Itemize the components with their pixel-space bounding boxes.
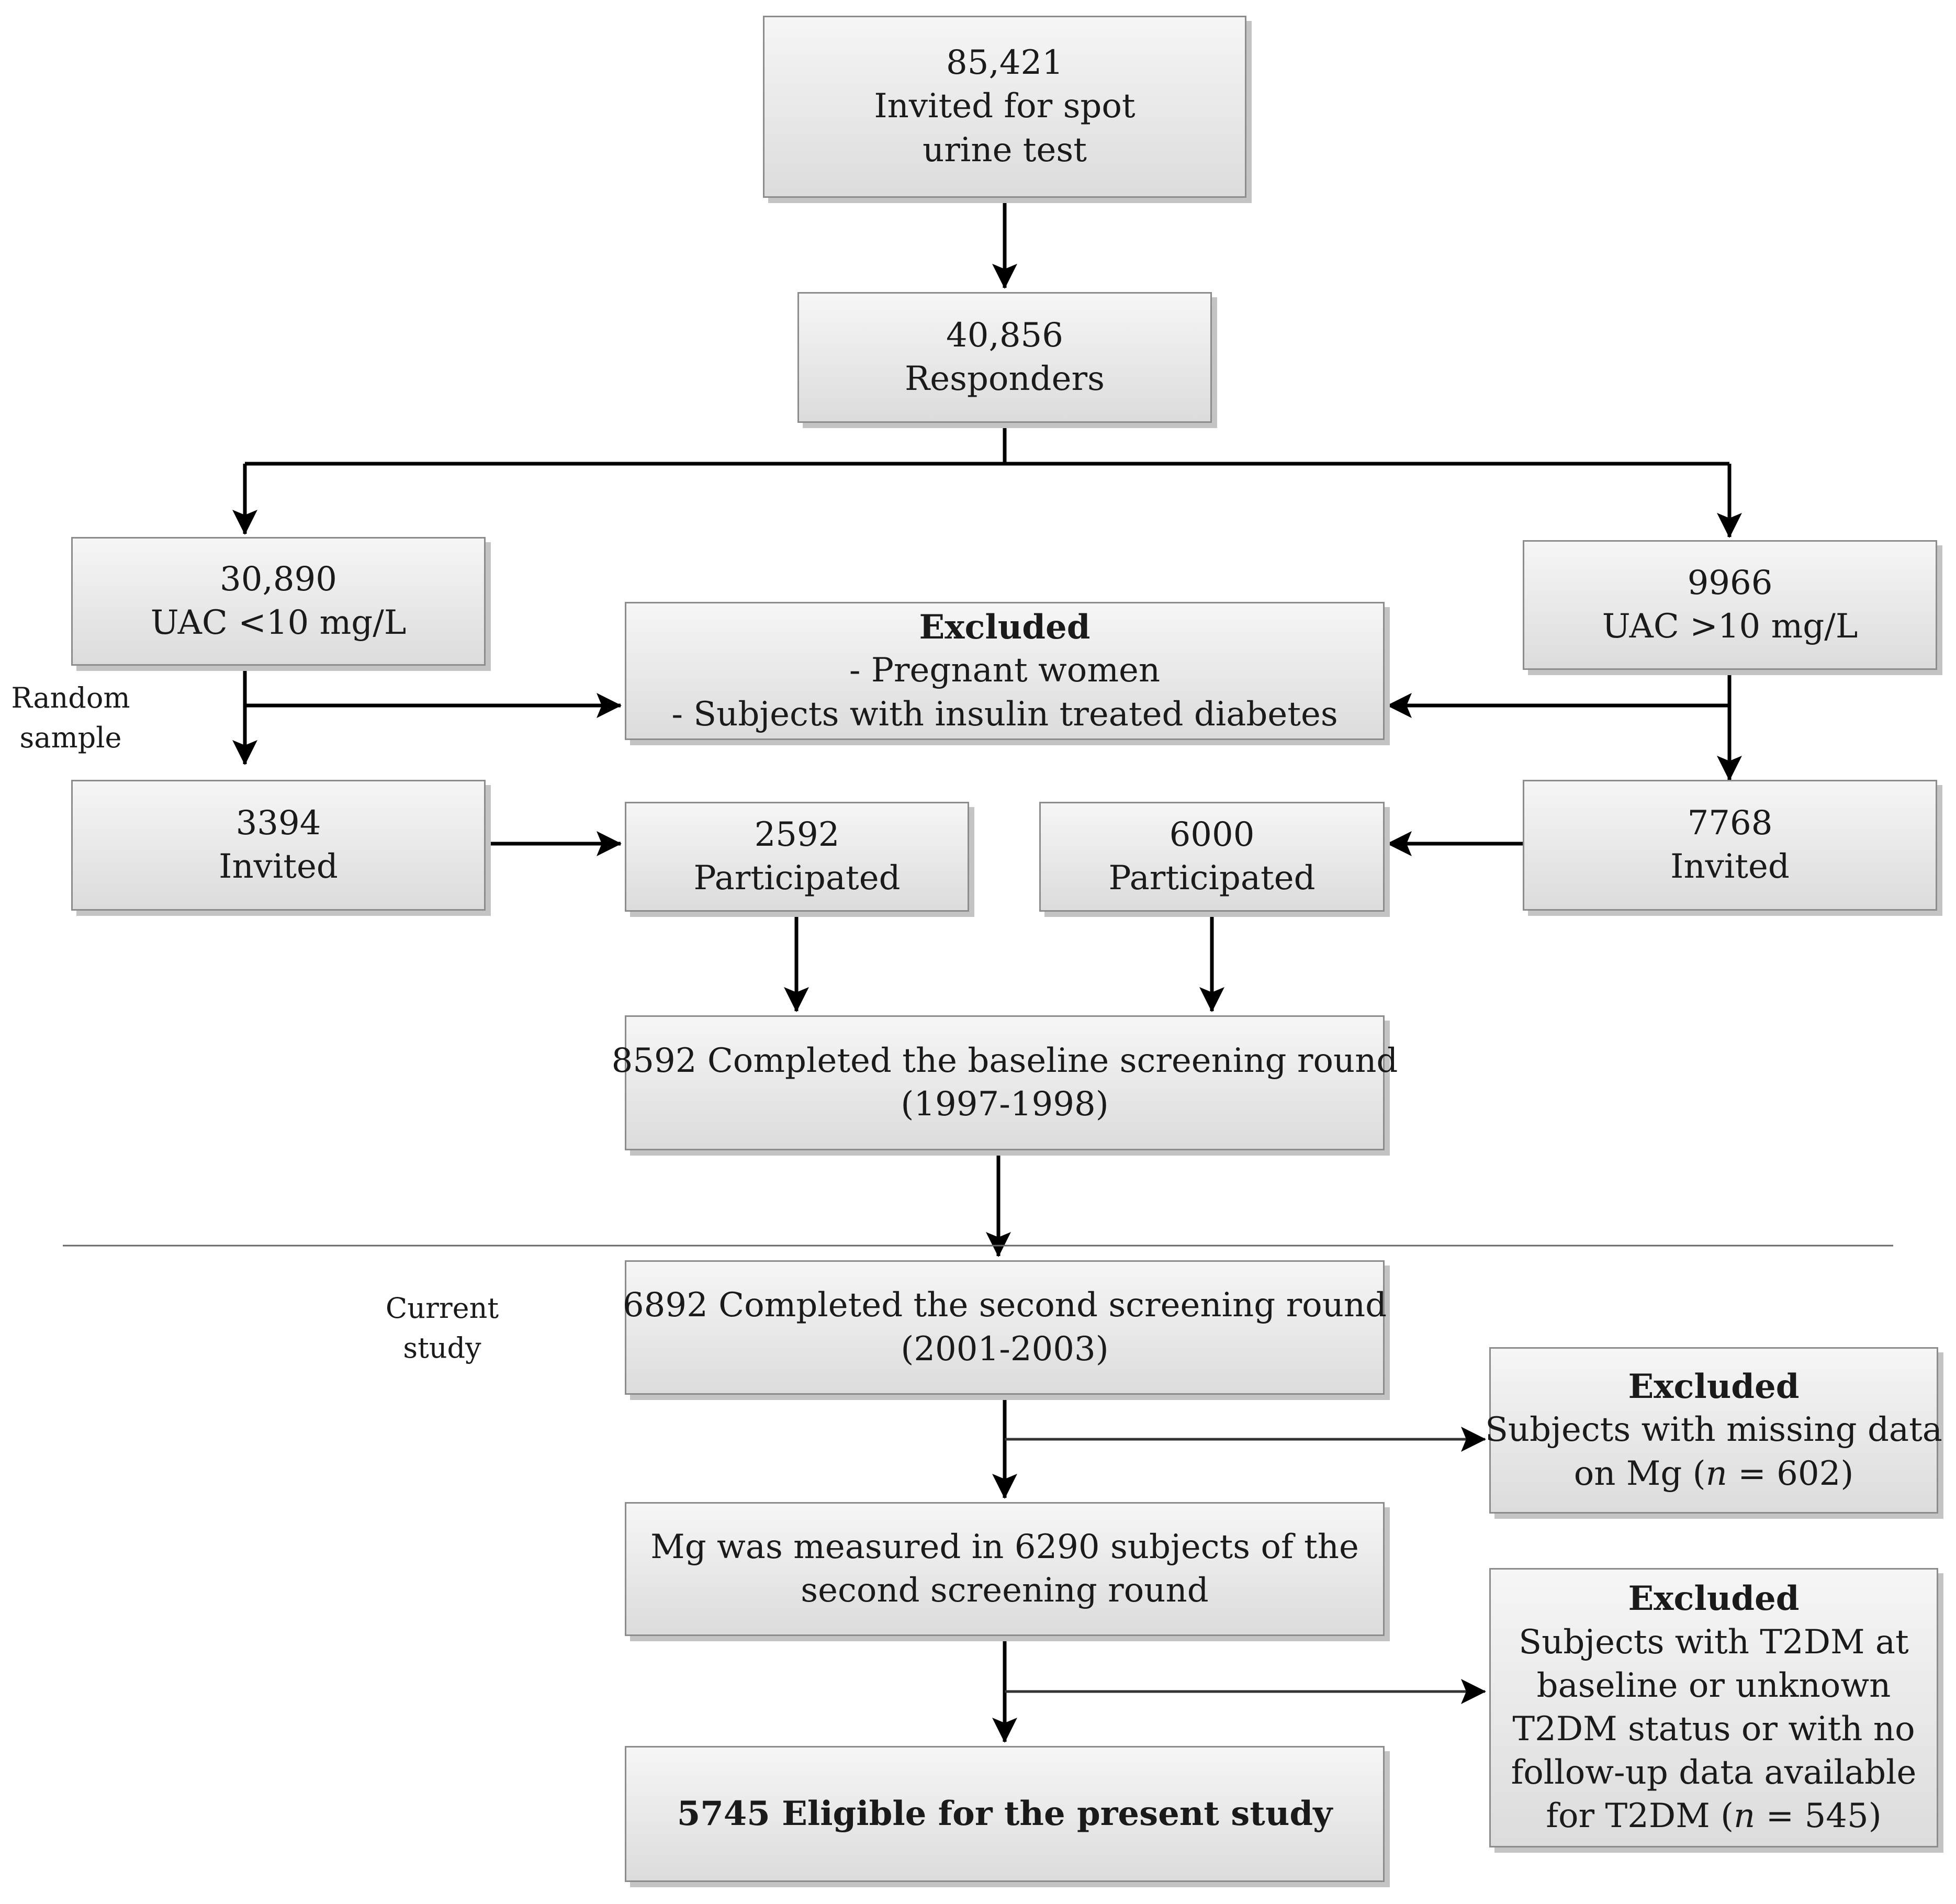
box-responders: 40,856 Responders: [797, 292, 1212, 423]
baseline-line2: (1997-1998): [901, 1085, 1109, 1124]
mg-line1: Mg was measured in 6290 subjects of the: [650, 1527, 1359, 1566]
uac-high-count: 9966: [1687, 563, 1773, 602]
responders-count: 40,856: [946, 316, 1063, 355]
uac-low-label: UAC <10 mg/L: [150, 603, 407, 642]
baseline-line1: 8592 Completed the baseline screening ro…: [611, 1041, 1398, 1080]
invited-right-count: 7768: [1687, 803, 1773, 843]
second-line2: (2001-2003): [901, 1329, 1109, 1369]
invited-count: 85,421: [946, 43, 1063, 83]
excluded-t2dm-line4: follow-up data available: [1511, 1753, 1917, 1793]
box-eligible: 5745 Eligible for the present study: [625, 1746, 1385, 1882]
current-study-line2: study: [403, 1331, 481, 1364]
uac-low-count: 30,890: [220, 559, 337, 599]
box-excluded-mg: Excluded Subjects with missing data on M…: [1485, 1347, 1942, 1514]
uac-high-label: UAC >10 mg/L: [1602, 607, 1858, 646]
excluded-t2dm-line1: Subjects with T2DM at: [1519, 1622, 1909, 1662]
excluded-t2dm-n: n: [1734, 1797, 1756, 1836]
box-baseline-screening: 8592 Completed the baseline screening ro…: [612, 1015, 1398, 1150]
box-excluded-t2dm: Excluded Subjects with T2DM at baseline …: [1489, 1568, 1938, 1847]
invited-line1: Invited for spot: [874, 87, 1136, 126]
box-excluded-top: Excluded - Pregnant women - Subjects wit…: [625, 602, 1385, 740]
invited-line2: urine test: [923, 130, 1087, 170]
excluded-mg-line2-post: = 602): [1727, 1454, 1854, 1493]
box-invited-spot-urine: 85,421 Invited for spot urine test: [763, 16, 1246, 198]
random-sample-line1: Random: [11, 681, 130, 714]
invited-left-count: 3394: [235, 803, 321, 843]
box-invited-left: 3394 Invited: [71, 780, 486, 911]
excluded-t2dm-line5-pre: for T2DM (: [1546, 1797, 1734, 1836]
excluded-top-title: Excluded: [919, 608, 1091, 647]
current-study-line1: Current: [385, 1292, 499, 1325]
current-study-label: Current study: [366, 1289, 518, 1368]
excluded-top-item1: - Pregnant women: [849, 651, 1161, 690]
excluded-t2dm-line5: for T2DM (n = 545): [1546, 1795, 1881, 1838]
participated-right-count: 6000: [1169, 815, 1255, 854]
eligible-label: 5745 Eligible for the present study: [677, 1794, 1333, 1834]
invited-left-label: Invited: [219, 847, 338, 886]
participated-left-count: 2592: [754, 815, 840, 854]
participated-right-label: Participated: [1108, 859, 1316, 898]
random-sample-label: Random sample: [5, 678, 136, 757]
participated-left-label: Participated: [693, 859, 901, 898]
excluded-t2dm-line3: T2DM status or with no: [1512, 1710, 1915, 1749]
box-mg-measured: Mg was measured in 6290 subjects of the …: [625, 1502, 1385, 1636]
mg-line2: second screening round: [801, 1571, 1209, 1610]
excluded-mg-line2: on Mg (n = 602): [1574, 1452, 1854, 1496]
excluded-t2dm-line5-post: = 545): [1755, 1797, 1882, 1836]
excluded-top-item2: - Subjects with insulin treated diabetes: [671, 695, 1338, 734]
excluded-mg-line1: Subjects with missing data: [1485, 1410, 1942, 1450]
responders-label: Responders: [905, 360, 1105, 398]
excluded-mg-title: Excluded: [1628, 1367, 1800, 1407]
box-participated-left: 2592 Participated: [625, 802, 969, 912]
excluded-mg-line2-pre: on Mg (: [1573, 1454, 1706, 1493]
random-sample-line2: sample: [19, 721, 122, 754]
box-uac-low: 30,890 UAC <10 mg/L: [71, 537, 486, 666]
box-invited-right: 7768 Invited: [1523, 780, 1937, 911]
box-participated-right: 6000 Participated: [1039, 802, 1385, 912]
excluded-mg-n: n: [1705, 1454, 1727, 1493]
box-uac-high: 9966 UAC >10 mg/L: [1523, 540, 1937, 670]
second-line1: 6892 Completed the second screening roun…: [622, 1286, 1387, 1325]
box-second-screening: 6892 Completed the second screening roun…: [622, 1260, 1387, 1395]
excluded-t2dm-title: Excluded: [1628, 1579, 1800, 1619]
excluded-t2dm-line2: baseline or unknown: [1536, 1666, 1891, 1705]
invited-right-label: Invited: [1670, 847, 1790, 886]
